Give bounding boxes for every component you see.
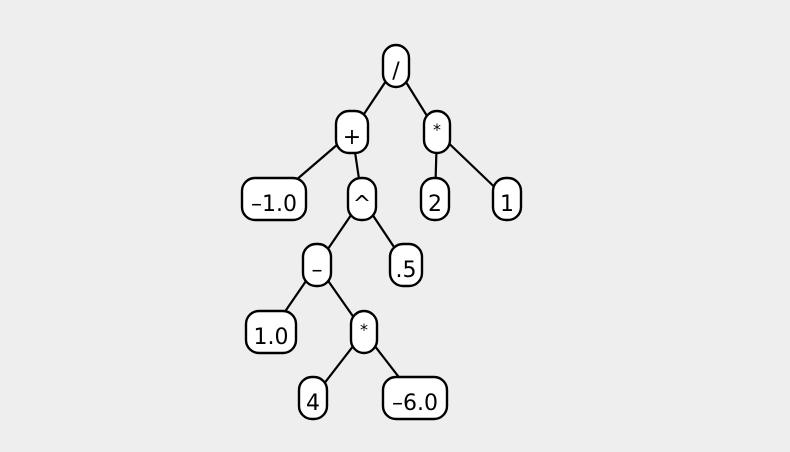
tree-node-minus: – xyxy=(301,242,333,288)
tree-node-one-point-zero: 1.0 xyxy=(244,309,298,355)
node-box xyxy=(346,176,378,222)
node-box xyxy=(297,375,329,421)
tree-edges xyxy=(270,65,508,399)
node-label: ^ xyxy=(353,192,371,217)
node-box xyxy=(240,176,308,222)
tree-node-four: 4 xyxy=(297,375,329,421)
node-label: – xyxy=(312,258,323,283)
node-box xyxy=(422,109,452,155)
node-box xyxy=(244,309,298,355)
tree-node-neg-six: –6.0 xyxy=(381,375,449,421)
tree-node-root-div: / xyxy=(381,43,411,89)
node-label: 1.0 xyxy=(254,325,289,350)
node-box xyxy=(334,109,370,155)
node-label: * xyxy=(360,320,368,339)
node-label: 4 xyxy=(306,391,320,416)
node-label: + xyxy=(343,125,361,150)
tree-node-mul-top: * xyxy=(422,109,452,155)
node-box xyxy=(381,43,411,89)
tree-nodes: / + * –1.0 ^ 2 1 – .5 1.0 * 4 –6.0 xyxy=(240,43,523,421)
node-box xyxy=(419,176,451,222)
tree-node-two: 2 xyxy=(419,176,451,222)
node-label: 2 xyxy=(428,192,442,217)
node-box xyxy=(388,242,424,288)
tree-node-one: 1 xyxy=(491,176,523,222)
node-box xyxy=(349,309,379,355)
node-label: / xyxy=(392,59,400,84)
tree-node-neg-one: –1.0 xyxy=(240,176,308,222)
node-label: * xyxy=(433,120,441,139)
tree-node-mul-inner: * xyxy=(349,309,379,355)
node-label: –6.0 xyxy=(392,391,438,416)
tree-node-plus: + xyxy=(334,109,370,155)
node-label: 1 xyxy=(500,192,514,217)
tree-node-pow: ^ xyxy=(346,176,378,222)
node-box xyxy=(381,375,449,421)
node-box xyxy=(301,242,333,288)
tree-node-half: .5 xyxy=(388,242,424,288)
node-label: –1.0 xyxy=(251,192,297,217)
node-box xyxy=(491,176,523,222)
node-label: .5 xyxy=(396,258,417,283)
